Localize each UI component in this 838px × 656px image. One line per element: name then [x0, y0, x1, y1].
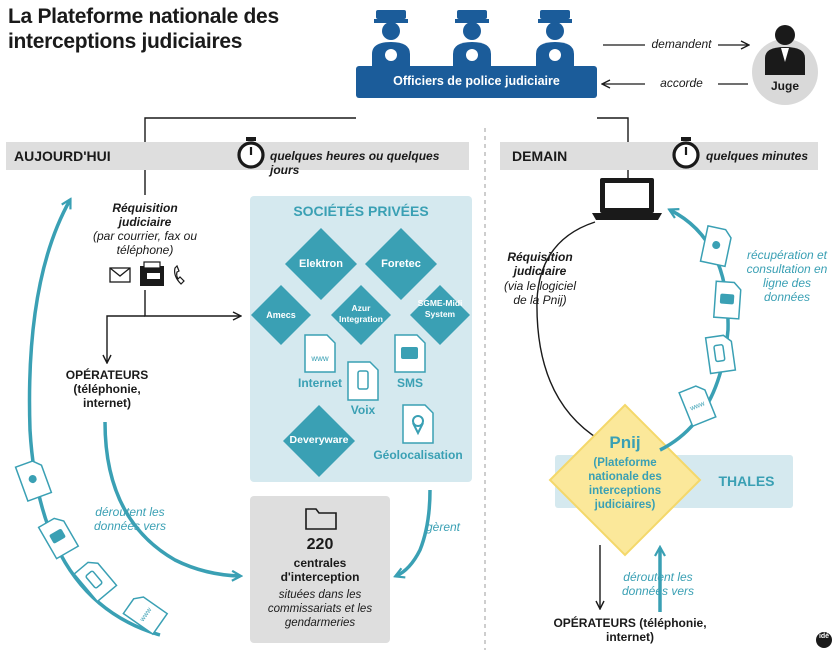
svg-text:www: www [310, 354, 329, 363]
credit-badge [816, 632, 832, 648]
voix-document-icon [347, 361, 379, 401]
officers-label: Officiers de police judiciaire [393, 74, 560, 88]
company-diamond-foretec [365, 228, 437, 300]
officer-icon-1 [372, 10, 410, 68]
today-label: AUJOURD'HUI [14, 148, 111, 164]
operators-left: OPÉRATEURS (téléphonie, internet) [65, 368, 149, 410]
document-icon-voice-left [73, 561, 118, 603]
requisition-left-title: Réquisition judiciaire [112, 201, 178, 229]
company-diamond-sgme [410, 285, 470, 345]
flow-gerent [396, 489, 432, 576]
company-foretec: Foretec [381, 258, 421, 270]
demandent-label: demandent [651, 37, 712, 51]
company-diamonds [251, 228, 470, 477]
operators-right: OPÉRATEURS (téléphonie, internet) [553, 616, 707, 644]
centrales-detail: situées dans les commissariats et les ge… [267, 589, 373, 629]
accorde-label: accorde [660, 76, 703, 90]
internet-document-icon: www [304, 334, 336, 373]
service-internet: Internet [297, 376, 342, 390]
judge-icon [752, 25, 818, 105]
folder-icon [305, 508, 337, 530]
company-diamond-elektron [285, 228, 357, 300]
gerent-label: gèrent [425, 520, 461, 534]
document-icon-www-left: www [122, 596, 169, 636]
company-diamond-deveryware [283, 405, 355, 477]
pnij-name: Pnij [609, 433, 641, 452]
fax-icon [140, 261, 164, 286]
pnij-full-name: (Plateforme nationale des interceptions … [588, 457, 662, 511]
deroutent-right-label: déroutent les données vers [621, 570, 695, 598]
officer-icon-3 [536, 10, 574, 68]
stopwatch-icon-today [237, 137, 265, 169]
officer-icon-2 [453, 10, 491, 68]
today-duration: quelques heures ou quelques jours [270, 149, 440, 177]
company-deveryware: Deveryware [289, 434, 349, 446]
centrales-label: centrales d'interception [280, 556, 360, 584]
arrow-requisition-to-pnij [536, 221, 600, 440]
pnij-diamond [548, 403, 702, 557]
company-diamond-amecs [251, 285, 311, 345]
document-icon-sms-left [37, 517, 80, 560]
tomorrow-label: DEMAIN [512, 148, 568, 164]
document-icon-location-left [14, 460, 53, 502]
document-icon-sms-right [712, 280, 742, 320]
company-elektron: Elektron [298, 258, 343, 270]
tomorrow-duration: quelques minutes [706, 149, 809, 163]
private-companies-heading: SOCIÉTÉS PRIVÉES [293, 203, 429, 219]
recuperation-label: récupération et consultation en ligne de… [746, 248, 828, 304]
tomorrow-bar [500, 142, 818, 170]
centrales-box [250, 496, 390, 643]
company-amecs: Amecs [266, 310, 296, 320]
arrow-to-private-companies [144, 290, 240, 316]
thales-label: THALES [718, 473, 775, 489]
service-voix: Voix [350, 403, 376, 417]
requisition-right-detail: (via le logiciel de la Pnij) [503, 279, 577, 307]
deroutent-left-label: déroutent les données vers [93, 505, 167, 533]
credit-label: idé [818, 633, 830, 640]
judge-label: Juge [770, 79, 799, 93]
document-icon-www-right: www [678, 385, 717, 428]
service-geolocalisation: Géolocalisation [373, 448, 463, 462]
document-icon-location-right [699, 225, 732, 268]
company-azur-integration: Azur Integration [339, 303, 383, 324]
centrales-count: 220 [306, 536, 334, 553]
page-title: La Plateforme nationale des interception… [8, 5, 279, 53]
stopwatch-icon-tomorrow [672, 137, 700, 169]
envelope-icon [109, 267, 131, 283]
requisition-left-detail: (par courrier, fax ou téléphone) [92, 229, 198, 257]
geolocalisation-document-icon [402, 404, 434, 444]
flow-deroutent-left [103, 421, 240, 576]
laptop-icon [592, 178, 662, 220]
service-sms: SMS [396, 376, 423, 390]
requisition-right-title: Réquisition judiciaire [507, 250, 573, 278]
arrow-to-operators-left [107, 315, 145, 362]
phone-icon [174, 264, 185, 285]
document-icon-voice-right [704, 334, 737, 375]
company-diamond-azur [331, 285, 391, 345]
company-sgme-midi-system: SGME-Midi System [417, 298, 463, 319]
sms-document-icon [394, 334, 426, 373]
officers-box [356, 66, 597, 98]
